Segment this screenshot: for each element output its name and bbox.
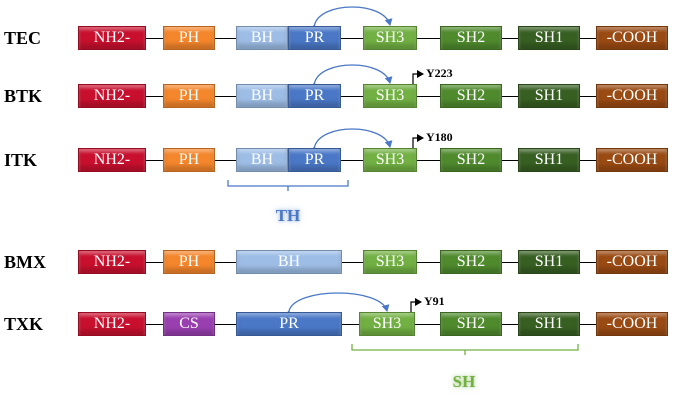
domain-sh1: SH1 xyxy=(518,250,580,274)
domain-sh2: SH2 xyxy=(440,26,502,50)
domain-sh1: SH1 xyxy=(518,312,580,336)
domain-bh: BH xyxy=(236,250,342,274)
phospho-site-arrow xyxy=(412,70,424,84)
domain-pr: PR xyxy=(236,312,342,336)
th-group-label: TH xyxy=(275,206,301,225)
protein-name-bmx: BMX xyxy=(4,252,46,272)
phospho-site-arrow xyxy=(412,134,424,148)
domain-sh3: SH3 xyxy=(359,312,415,336)
domain-sh3: SH3 xyxy=(363,148,417,172)
th-bracket xyxy=(227,180,349,191)
interaction-arrow xyxy=(283,292,390,318)
domain-ph: PH xyxy=(163,250,215,274)
domain-ph: PH xyxy=(163,148,215,172)
domain-cooh: -COOH xyxy=(596,84,668,108)
sh-bracket xyxy=(351,344,579,355)
protein-name-itk: ITK xyxy=(4,150,38,170)
domain-nh2: NH2- xyxy=(78,312,146,336)
protein-name-txk: TXK xyxy=(4,314,44,334)
domain-sh2: SH2 xyxy=(440,312,502,336)
domain-pr: PR xyxy=(288,84,341,108)
protein-name-tec: TEC xyxy=(4,28,42,48)
domain-nh2: NH2- xyxy=(78,26,146,50)
domain-sh2: SH2 xyxy=(440,148,502,172)
interaction-arrow xyxy=(309,6,393,32)
domain-cooh: -COOH xyxy=(596,26,668,50)
domain-sh1: SH1 xyxy=(518,26,580,50)
domain-bh: BH xyxy=(236,148,288,172)
phospho-site-label: Y223 xyxy=(426,66,453,80)
domain-ph: PH xyxy=(163,84,215,108)
domain-sh3: SH3 xyxy=(363,26,417,50)
phospho-site-arrow xyxy=(410,298,422,312)
phospho-site-label: Y91 xyxy=(424,294,445,308)
domain-sh2: SH2 xyxy=(440,84,502,108)
domain-cooh: -COOH xyxy=(596,312,668,336)
domain-sh3: SH3 xyxy=(363,250,417,274)
domain-sh3: SH3 xyxy=(363,84,417,108)
domain-pr: PR xyxy=(288,26,341,50)
domain-cooh: -COOH xyxy=(596,148,668,172)
domain-ph: PH xyxy=(163,26,215,50)
domain-sh1: SH1 xyxy=(518,148,580,172)
domain-cooh: -COOH xyxy=(596,250,668,274)
domain-sh1: SH1 xyxy=(518,84,580,108)
phospho-site-label: Y180 xyxy=(426,130,453,144)
interaction-arrow xyxy=(309,128,393,154)
domain-nh2: NH2- xyxy=(78,84,146,108)
sh-group-label: SH xyxy=(452,372,476,391)
interaction-arrow xyxy=(309,64,393,90)
domain-nh2: NH2- xyxy=(78,148,146,172)
domain-cs: CS xyxy=(163,312,215,336)
domain-sh2: SH2 xyxy=(440,250,502,274)
domain-bh: BH xyxy=(236,26,288,50)
protein-name-btk: BTK xyxy=(4,86,43,106)
domain-nh2: NH2- xyxy=(78,250,146,274)
domain-bh: BH xyxy=(236,84,288,108)
domain-pr: PR xyxy=(288,148,341,172)
